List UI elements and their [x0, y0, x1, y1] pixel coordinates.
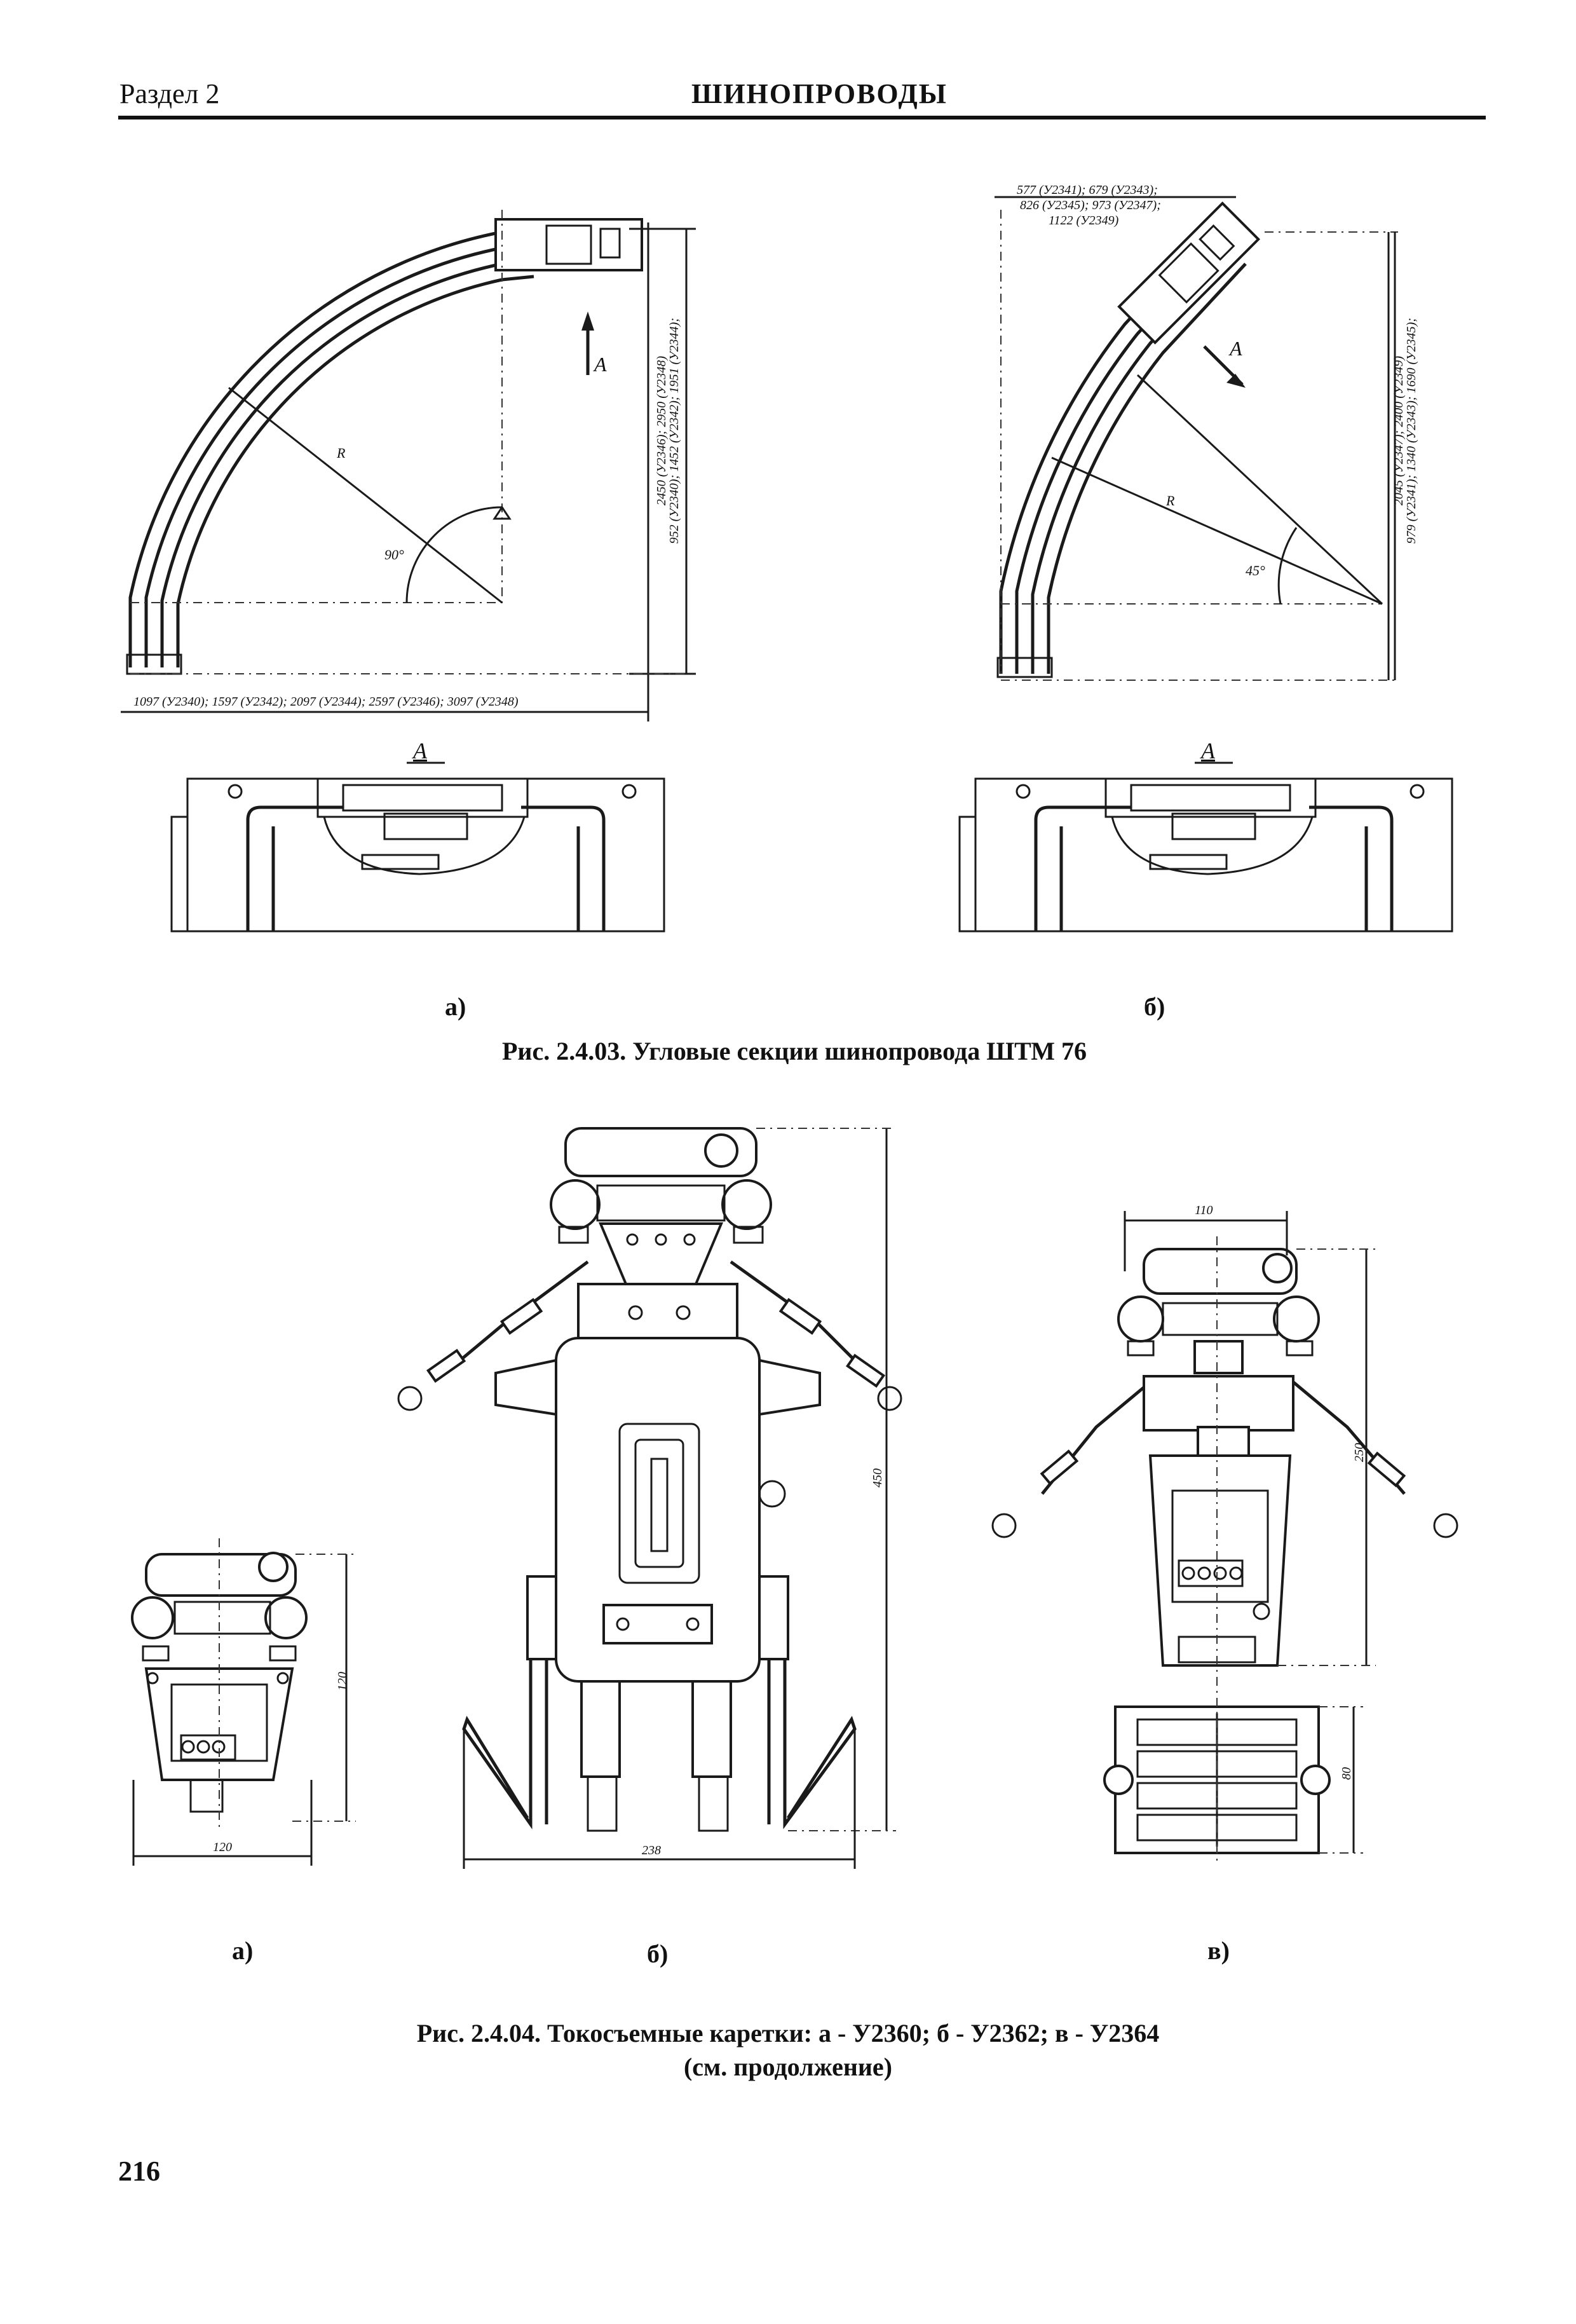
fig1b-dim-top-3: 1122 (У2349) — [1049, 214, 1119, 228]
fig1b-arrow-label: A — [1230, 337, 1242, 360]
fig1b-radius-label: R — [1166, 493, 1175, 509]
fig2b-dim-width: 238 — [642, 1843, 661, 1857]
fig2c-sublabel: в) — [1207, 1936, 1230, 1965]
fig2c-dim-bottom: 80 — [1340, 1767, 1354, 1780]
figure1-caption: Рис. 2.4.03. Угловые секции шинопровода … — [501, 1037, 1087, 1065]
figure2-caption-line2: (см. продолжение) — [683, 2053, 892, 2081]
page-number: 216 — [118, 2156, 160, 2187]
figure2-caption-line1: Рис. 2.4.04. Токосъемные каретки: а - У2… — [416, 2019, 1160, 2047]
fig2c-dim-height: 250 — [1352, 1443, 1366, 1462]
fig2a-dim-width: 120 — [213, 1840, 232, 1854]
fig1b-sublabel: б) — [1144, 992, 1165, 1021]
fig1a-dim-horizontal: 1097 (У2340); 1597 (У2342); 2097 (У2344)… — [133, 695, 519, 709]
header-rule — [118, 116, 1486, 120]
fig1a-sublabel: а) — [445, 992, 466, 1021]
fig1b-angle-label: 45° — [1246, 563, 1265, 578]
fig1a-view-label: A — [413, 738, 427, 763]
fig2a-sublabel: а) — [232, 1936, 254, 1965]
fig2c-dim-width: 110 — [1195, 1203, 1213, 1217]
section-label: Раздел 2 — [119, 78, 220, 109]
fig1a-arrow-label: A — [594, 353, 607, 376]
fig1b-dim-top-1: 577 (У2341); 679 (У2343); — [1017, 183, 1158, 197]
fig2b-sublabel: б) — [647, 1939, 669, 1968]
fig1b-view-label: A — [1201, 738, 1215, 763]
fig1b-dim-top-2: 826 (У2345); 973 (У2347); — [1020, 198, 1161, 212]
fig1a-angle-label: 90° — [384, 547, 404, 563]
running-title: ШИНОПРОВОДЫ — [691, 78, 948, 109]
fig1a-radius-label: R — [337, 445, 346, 461]
